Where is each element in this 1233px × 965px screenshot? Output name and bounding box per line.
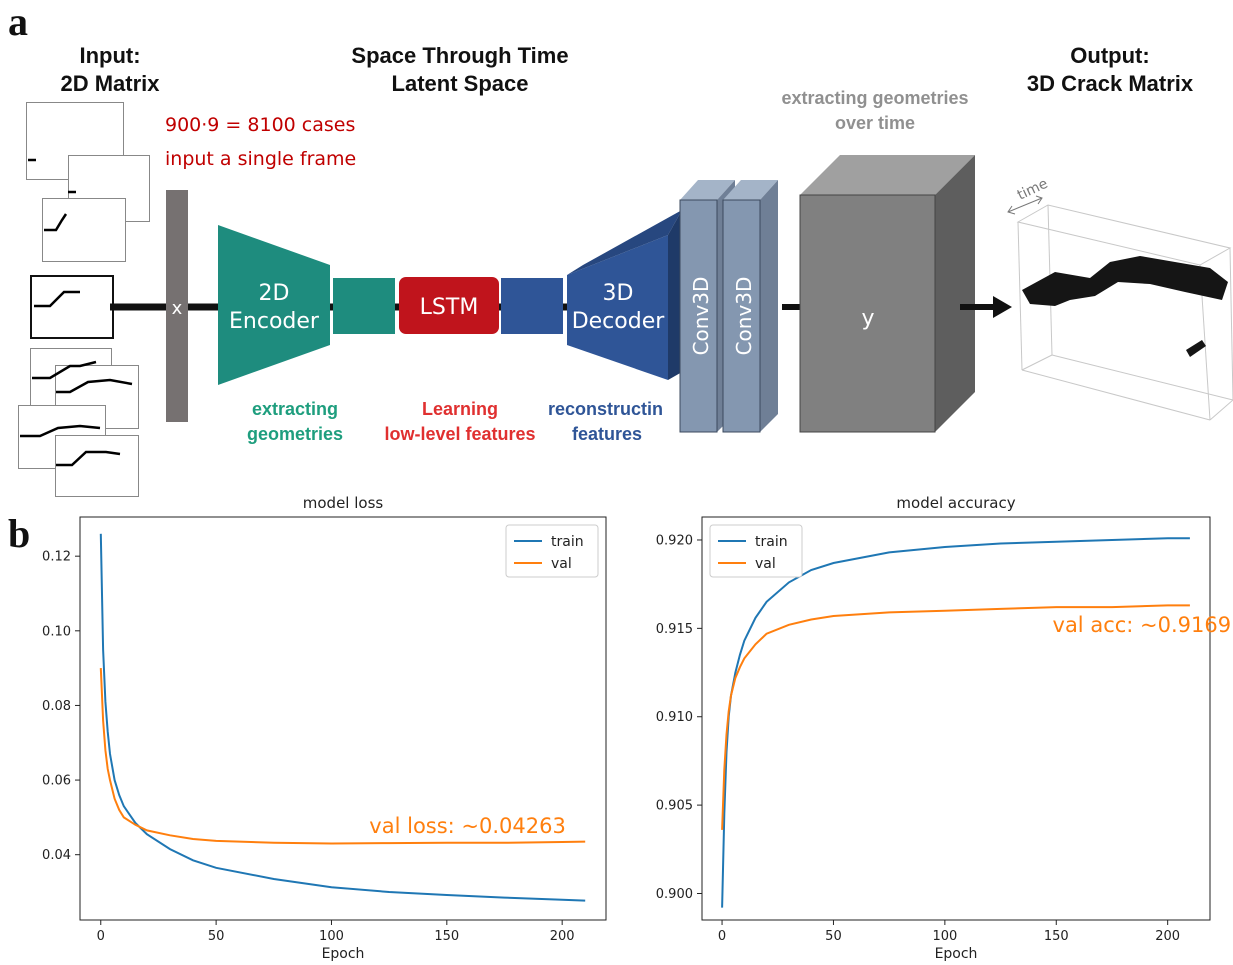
encoder-2d <box>218 225 330 385</box>
caption-learning-line1: Learning <box>421 399 498 419</box>
y-tick-label: 0.915 <box>656 622 693 637</box>
extract-over-time-line2: over time <box>834 113 916 133</box>
series-line-val <box>721 604 1190 830</box>
output-crack-voxels <box>1022 256 1228 357</box>
conv3d-1-label: Conv3D <box>689 277 713 356</box>
latent-title: Space Through Time Latent Space <box>320 42 600 98</box>
y-tick-label: 0.12 <box>42 550 71 565</box>
val-annotation: val acc: ~0.9169 <box>1053 613 1232 637</box>
panel-b-letter: b <box>8 511 31 556</box>
x-tick-label: 50 <box>208 929 225 944</box>
caption-extract-line2: geometries <box>246 424 344 444</box>
y-tick-label: 0.900 <box>656 887 693 902</box>
latent-green <box>333 278 395 334</box>
caption-recon: reconstructin features <box>548 397 688 447</box>
legend-label-val: val <box>551 556 572 572</box>
series-line-train <box>99 533 586 902</box>
cases-note-line2: input a single frame <box>165 148 357 170</box>
decoder-3d <box>567 235 668 380</box>
conv3d-2-label: Conv3D <box>732 277 756 356</box>
plot-frame <box>701 516 1211 921</box>
panel-a-letter: a <box>8 0 28 44</box>
y-tick-label: 0.910 <box>656 710 693 725</box>
y-tick-label: 0.920 <box>656 533 693 548</box>
y-label: y <box>861 306 874 331</box>
lstm-block <box>399 277 499 334</box>
extract-over-time-line1: extracting geometries <box>781 88 969 108</box>
caption-recon-line2: features <box>572 424 643 444</box>
lstm-label: LSTM <box>420 295 479 320</box>
y-tick-label: 0.10 <box>42 624 71 639</box>
input-title-line2: 2D Matrix <box>60 71 160 96</box>
encoder-label-line1: 2D <box>259 281 290 306</box>
output-title-line2: 3D Crack Matrix <box>1026 71 1194 96</box>
architecture-diagram: x 2D Encoder LSTM 3D Decoder Conv3D Conv… <box>20 155 1233 467</box>
chart-title: model accuracy <box>896 494 1015 512</box>
series-line-train <box>721 537 1190 908</box>
caption-learning: Learning low-level features <box>365 397 555 447</box>
x-tick-label: 100 <box>932 929 957 944</box>
x-axis-label: Epoch <box>935 946 978 962</box>
accuracy-chart: model accuracy 0 50 100 150 200 0.900 0.905 0.91… <box>656 494 1232 962</box>
input-title: Input: 2D Matrix <box>40 42 180 98</box>
y-tick-label: 0.04 <box>42 848 71 863</box>
legend-label-train: train <box>755 534 788 550</box>
x-tick-label: 200 <box>1155 929 1180 944</box>
series-line-val <box>99 668 586 845</box>
x-tick-label: 0 <box>718 929 726 944</box>
x-tick-label: 150 <box>434 929 459 944</box>
output-title: Output: 3D Crack Matrix <box>1000 42 1220 98</box>
legend-label-val: val <box>755 556 776 572</box>
x-tick-label: 200 <box>550 929 575 944</box>
crack-strokes <box>20 158 133 467</box>
x-tick-label: 50 <box>825 929 842 944</box>
time-arrow <box>1007 195 1043 215</box>
x-tick-label: 100 <box>319 929 344 944</box>
chart-title: model loss <box>303 494 384 512</box>
y-block <box>799 155 975 433</box>
val-annotation: val loss: ~0.04263 <box>369 814 566 838</box>
encoder-label-line2: Encoder <box>229 309 320 334</box>
input-title-line1: Input: <box>79 43 141 68</box>
cases-note-line1: 900·9 = 8100 cases <box>165 114 356 136</box>
decoder-label-line2: Decoder <box>572 309 666 334</box>
caption-extract-line1: extracting <box>251 399 339 419</box>
conv3d-2 <box>722 180 778 433</box>
output-arrow <box>993 296 1012 318</box>
x-bar <box>166 190 188 422</box>
x-tick-label: 0 <box>97 929 105 944</box>
extract-over-time-caption: extracting geometries over time <box>740 86 1010 136</box>
x-tick-label: 150 <box>1044 929 1069 944</box>
plot-frame <box>79 516 607 921</box>
legend-label-train: train <box>551 534 584 550</box>
y-tick-label: 0.905 <box>656 799 693 814</box>
latent-title-line1: Space Through Time <box>351 43 569 68</box>
output-3d-box <box>1016 204 1233 421</box>
decoder-label-line1: 3D <box>603 281 634 306</box>
latent-blue <box>501 278 563 334</box>
y-tick-label: 0.08 <box>42 699 71 714</box>
x-axis-label: Epoch <box>322 946 365 962</box>
output-title-line1: Output: <box>1070 43 1150 68</box>
latent-title-line2: Latent Space <box>391 71 529 96</box>
y-tick-label: 0.06 <box>42 774 71 789</box>
cases-note: 900·9 = 8100 cases input a single frame <box>165 108 356 176</box>
loss-chart: model loss 0 50 100 150 200 0.04 0.06 0.08 0.10 0.… <box>42 494 607 962</box>
time-label: time <box>1015 176 1050 204</box>
x-label: x <box>172 298 183 319</box>
caption-recon-line1: reconstructin <box>548 399 664 419</box>
caption-learning-line2: low-level features <box>384 424 536 444</box>
caption-extract: extracting geometries <box>230 397 360 447</box>
